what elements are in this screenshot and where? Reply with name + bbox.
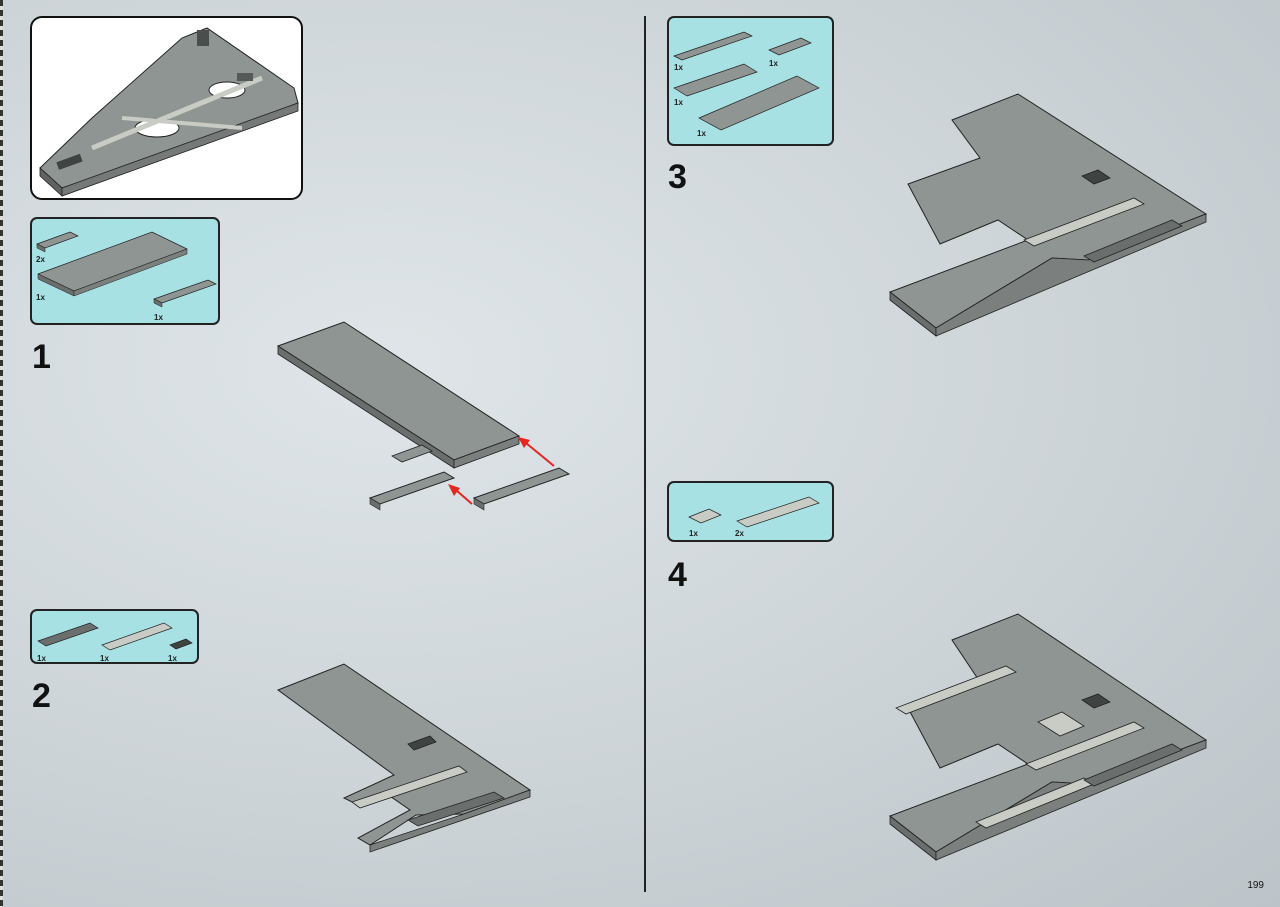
part-qty: 1x: [168, 654, 177, 663]
page-number: 199: [1247, 880, 1264, 891]
step-number: 3: [668, 158, 687, 196]
overview-box: [30, 16, 303, 200]
plate-2x10-icon: [673, 63, 758, 97]
step-number: 4: [668, 556, 687, 594]
assembled-ship-hull-icon: [39, 27, 299, 197]
part-qty: 1x: [674, 98, 683, 107]
step-number: 2: [32, 677, 51, 715]
page-divider: [644, 16, 646, 892]
plate-1x4-icon: [768, 37, 812, 56]
dark-tile-1x8-icon: [37, 622, 99, 647]
parts-box-step-2: 1x 1x 1x: [30, 609, 199, 664]
step-2-build-illustration: [276, 663, 532, 853]
part-qty: 1x: [689, 529, 698, 538]
part-qty: 1x: [154, 313, 163, 322]
step-1-build-illustration: [276, 321, 571, 511]
plate-6x16-icon: [37, 231, 188, 297]
step-3-build-illustration: [888, 93, 1208, 337]
part-qty: 1x: [674, 63, 683, 72]
parts-box-step-3: 1x 1x 1x 1x: [667, 16, 834, 146]
light-tile-1x10-icon: [101, 622, 173, 651]
parts-box-step-4: 1x 2x: [667, 481, 834, 542]
parts-box-step-1: 2x 1x 1x: [30, 217, 220, 325]
tile-2x2-icon: [688, 508, 722, 524]
plate-1x8-icon: [153, 279, 217, 308]
part-qty: 2x: [36, 255, 45, 264]
part-qty: 1x: [37, 654, 46, 663]
part-qty: 1x: [100, 654, 109, 663]
tile-1x12-icon: [736, 496, 820, 528]
binding-edge: [0, 0, 3, 907]
grille-tile-1x2-icon: [169, 638, 193, 650]
part-qty: 1x: [36, 293, 45, 302]
part-qty: 1x: [697, 129, 706, 138]
plate-1x10-icon: [673, 31, 753, 61]
plate-1x6-icon: [36, 231, 79, 253]
step-4-build-illustration: [888, 613, 1208, 861]
step-number: 1: [32, 338, 51, 376]
part-qty: 2x: [735, 529, 744, 538]
plate-4x12-icon: [698, 75, 820, 131]
part-qty: 1x: [769, 59, 778, 68]
